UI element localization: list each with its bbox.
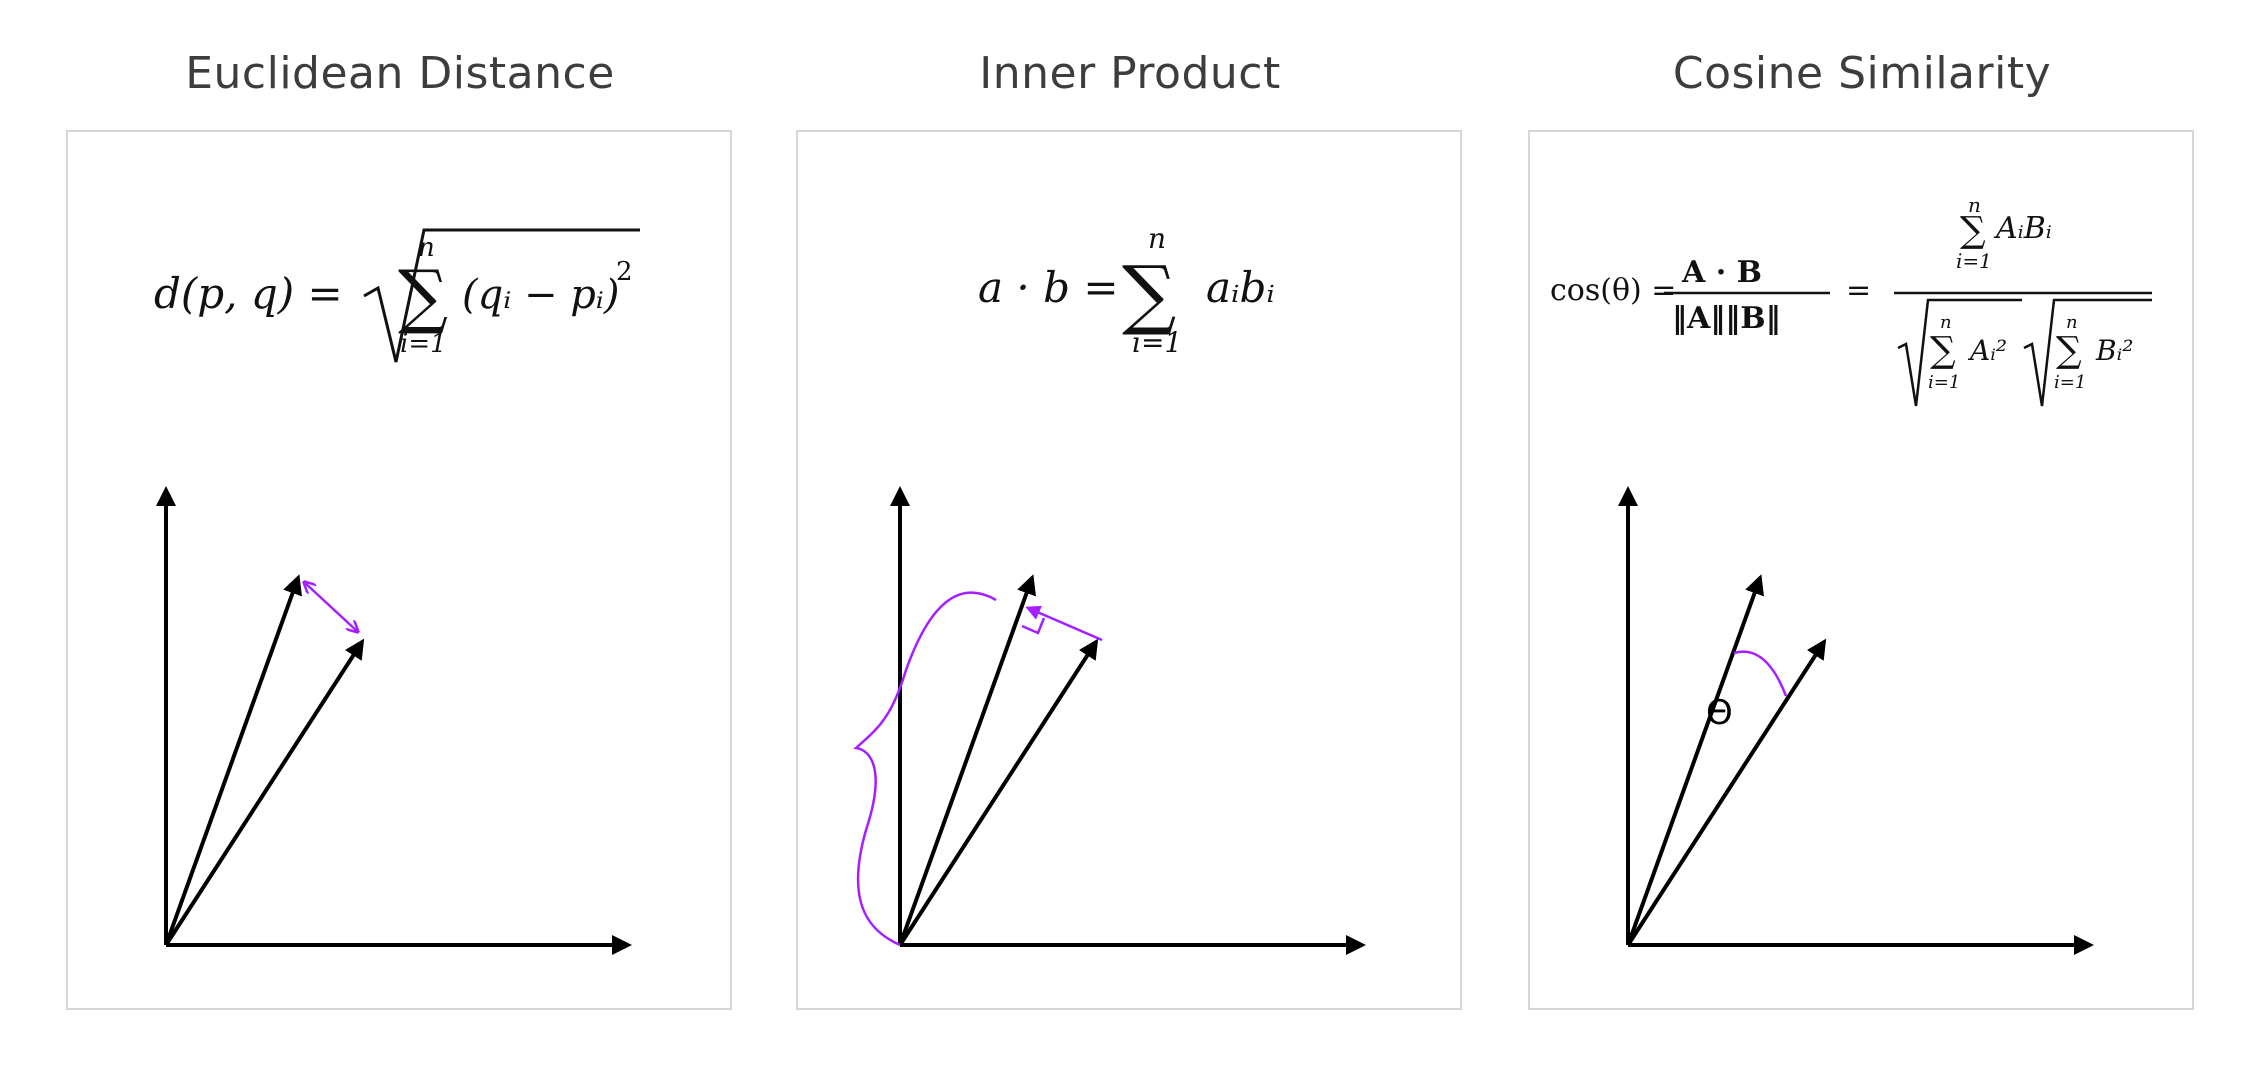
sqrt-sign-a xyxy=(1897,298,2022,407)
sqrt-sign-b xyxy=(2023,298,2152,407)
formula-lhs: a · b = xyxy=(978,263,1119,312)
num-sum-bottom: i=1 xyxy=(1956,249,1992,273)
sigma-symbol: ∑ xyxy=(1122,249,1176,338)
panel-frame-cosine xyxy=(1528,130,2194,1010)
vector-a xyxy=(1626,574,1764,946)
formula-body: (qᵢ − pᵢ) xyxy=(462,272,619,318)
den-b-body: Bᵢ² xyxy=(2095,334,2133,367)
sum-bottom: i=1 xyxy=(400,329,447,359)
num-sum-top: n xyxy=(1968,193,1981,217)
distance-arrow xyxy=(304,582,358,632)
formula-lhs: d(p, q) = xyxy=(154,269,343,318)
den-a-body: Aᵢ² xyxy=(1967,334,2007,367)
den-a-sum-top: n xyxy=(1940,312,1952,333)
den-a-sigma: ∑ xyxy=(1930,330,1956,371)
den-a-sum-bottom: i=1 xyxy=(1928,372,1960,393)
projection-brace xyxy=(853,591,997,947)
euclidean-formula: d(p, q) = n ∑ i=1 (qᵢ − pᵢ) 2 xyxy=(154,228,640,363)
num-sigma: ∑ xyxy=(1960,210,1986,251)
angle-label: Θ xyxy=(1706,693,1733,733)
formula-exp: 2 xyxy=(616,257,633,287)
formula-lhs: cos(θ) = xyxy=(1550,273,1676,308)
formula-eq: = xyxy=(1846,273,1871,308)
cosine-formula: cos(θ) = A · B ‖A‖‖B‖ = n ∑ i=1 AᵢBᵢ n ∑… xyxy=(1550,193,2152,407)
euclidean-diagram: d(p, q) = n ∑ i=1 (qᵢ − pᵢ) 2 xyxy=(154,228,640,955)
formula-body: aᵢbᵢ xyxy=(1206,263,1275,312)
den-b-sum-top: n xyxy=(2066,312,2078,333)
panel-title-inner-product: Inner Product xyxy=(979,48,1281,99)
inner-product-diagram: a · b = n ∑ i=1 aᵢbᵢ xyxy=(853,222,1366,955)
panel-title-euclidean: Euclidean Distance xyxy=(185,48,615,99)
panel-frame-inner-product xyxy=(796,130,1462,1010)
right-angle-mark xyxy=(1021,617,1046,635)
vector-b xyxy=(898,638,1099,947)
vector-a xyxy=(898,574,1036,946)
sqrt-sign xyxy=(363,228,640,363)
projection-arrow xyxy=(1025,605,1103,642)
vector-b xyxy=(1626,638,1827,947)
panel-frame-euclidean xyxy=(66,130,732,1010)
sigma-symbol: ∑ xyxy=(398,255,448,337)
vector-p xyxy=(164,574,302,946)
sum-bottom: i=1 xyxy=(1132,326,1182,359)
frac1-den: ‖A‖‖B‖ xyxy=(1672,301,1781,336)
panel-title-cosine: Cosine Similarity xyxy=(1672,48,2052,99)
num-body: AᵢBᵢ xyxy=(1993,211,2052,246)
den-b-sigma: ∑ xyxy=(2056,330,2082,371)
angle-arc xyxy=(1733,650,1788,697)
sum-top: n xyxy=(418,233,435,263)
vector-q xyxy=(164,638,365,947)
sum-top: n xyxy=(1148,222,1166,255)
cosine-diagram: cos(θ) = A · B ‖A‖‖B‖ = n ∑ i=1 AᵢBᵢ n ∑… xyxy=(1550,193,2152,955)
den-b-sum-bottom: i=1 xyxy=(2054,372,2086,393)
inner-product-formula: a · b = n ∑ i=1 aᵢbᵢ xyxy=(978,222,1275,359)
frac1-num: A · B xyxy=(1681,255,1762,290)
